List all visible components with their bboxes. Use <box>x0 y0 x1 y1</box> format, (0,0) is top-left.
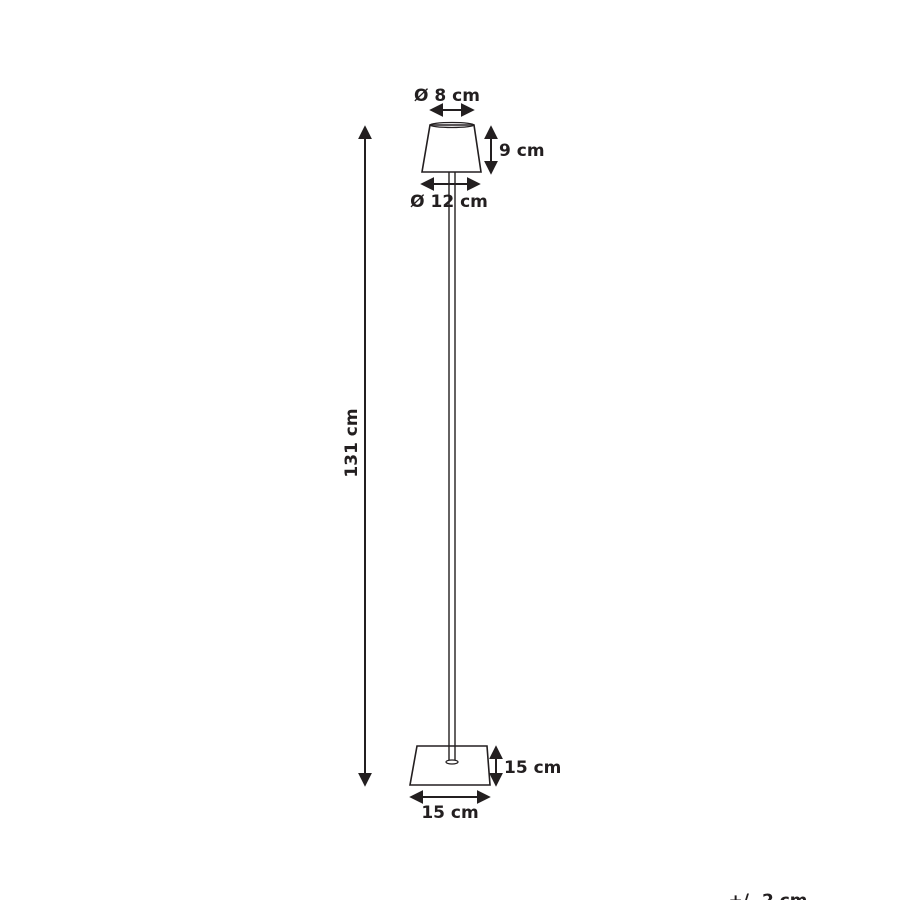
tolerance-note: +/- 2 cm <box>729 891 808 900</box>
total-height-label: 131 cm <box>342 408 362 477</box>
base-height-label: 15 cm <box>504 758 561 778</box>
shade-height-label: 9 cm <box>499 141 545 161</box>
shade-bottom-diameter-label: Ø 12 cm <box>410 192 488 212</box>
lamp-base <box>409 745 491 786</box>
base-width-label: 15 cm <box>421 803 478 823</box>
shade-top-diameter-label: Ø 8 cm <box>414 86 480 106</box>
lamp-shade <box>421 121 482 173</box>
lamp-pole <box>448 172 456 760</box>
